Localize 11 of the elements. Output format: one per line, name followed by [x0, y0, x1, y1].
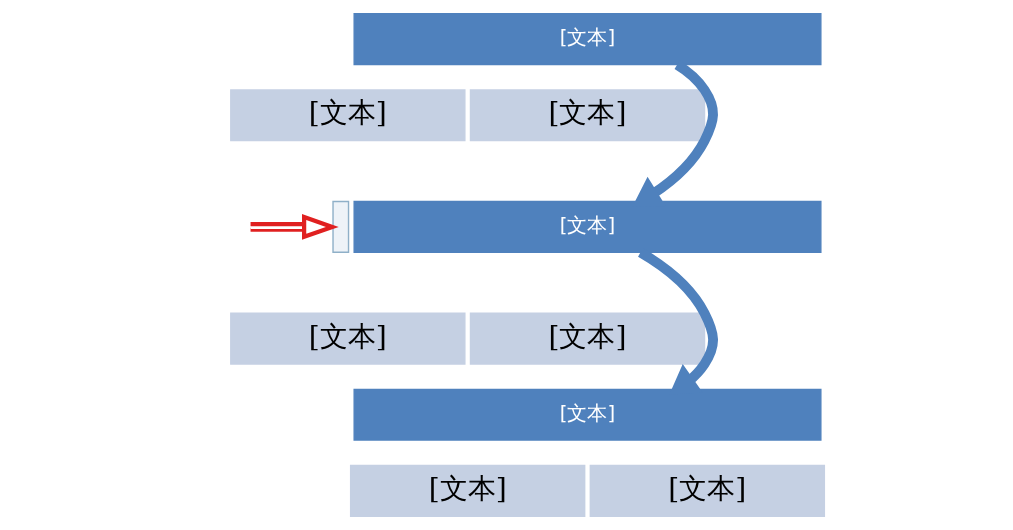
node-box: [文本]	[352, 200, 822, 253]
node-box: [文本]	[469, 89, 705, 142]
arrow	[250, 214, 339, 240]
node-box: [文本]	[352, 388, 822, 441]
node-box	[331, 200, 349, 253]
node-box: [文本]	[352, 13, 822, 66]
node-box: [文本]	[229, 89, 466, 142]
node-box: [文本]	[229, 312, 466, 365]
node-box: [文本]	[589, 464, 825, 517]
node-box: [文本]	[469, 312, 705, 365]
node-box: [文本]	[349, 464, 585, 517]
